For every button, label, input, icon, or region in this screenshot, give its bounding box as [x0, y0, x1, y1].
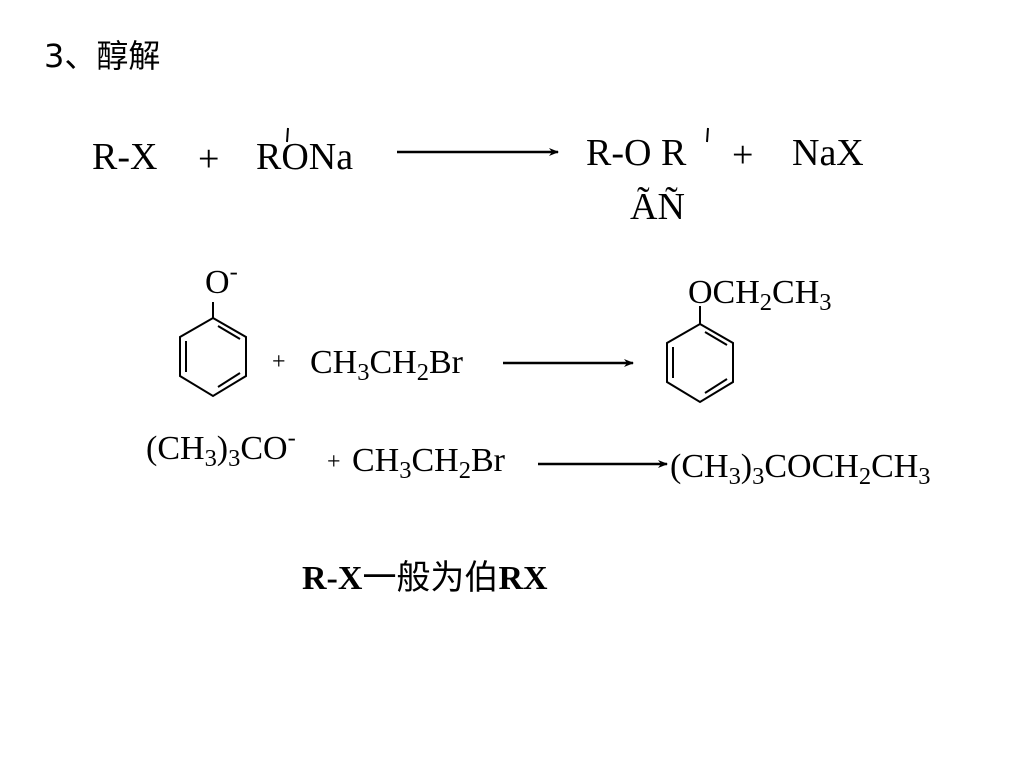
note-part3: RX	[498, 560, 548, 597]
reagent2-s2: 2	[416, 358, 429, 386]
reactant3-s2: 3	[228, 444, 241, 472]
product3-p4: CH	[871, 448, 919, 485]
reaction1-plus2: +	[732, 134, 754, 176]
reagent3-s2: 2	[458, 456, 471, 484]
reactant3-p3: CO	[240, 430, 288, 467]
reagent3-s1: 3	[399, 456, 412, 484]
reagent3-p2: CH	[411, 442, 459, 479]
note-text: R-X一般为伯RX	[302, 562, 548, 596]
reactant3-charge: -	[287, 424, 296, 452]
reaction2-reagent: CH3CH2Br	[310, 344, 463, 385]
product2-p1: OCH	[688, 274, 760, 311]
reagent2-p3: Br	[428, 344, 463, 381]
reagent3-p3: Br	[470, 442, 505, 479]
reaction1-product2: NaX	[792, 132, 864, 174]
phenoxide-oxygen-symbol: O	[205, 264, 230, 301]
product3-s2: 3	[752, 462, 765, 490]
benzene-ring-product	[666, 306, 734, 404]
reagent2-p2: CH	[369, 344, 417, 381]
reactant3-p1: (CH	[146, 430, 205, 467]
reaction1-reactant1: R-X	[92, 136, 158, 178]
product3-p3: COCH	[764, 448, 859, 485]
reagent3-p1: CH	[352, 442, 400, 479]
reaction3-reagent: CH3CH2Br	[352, 442, 505, 483]
product3-s1: 3	[728, 462, 741, 490]
product3-s3: 2	[858, 462, 872, 490]
product3-s4: 3	[918, 462, 931, 490]
reaction1-product-label: ÃÑ	[630, 186, 685, 228]
reactant3-s1: 3	[204, 444, 217, 472]
note-part1: R-X	[302, 560, 363, 597]
product2-s2: 3	[819, 288, 832, 316]
product3-p1: (CH	[670, 448, 729, 485]
prime-mark-product	[706, 127, 709, 143]
product3-p2: )	[740, 448, 753, 485]
phenoxide-charge: -	[229, 258, 238, 286]
product2-s1: 2	[759, 288, 773, 316]
prime-mark-reactant	[286, 127, 289, 143]
reaction3-product: (CH3)3COCH2CH3	[670, 448, 931, 489]
product2-ethoxy-group: OCH2CH3	[688, 274, 832, 315]
reaction3-reactant: (CH3)3CO-	[146, 426, 296, 471]
phenoxide-oxygen: O-	[205, 260, 238, 301]
reagent2-s1: 3	[357, 358, 370, 386]
reaction3-plus: +	[327, 449, 341, 475]
benzene-ring-reactant	[179, 302, 247, 398]
reaction2-plus: +	[272, 349, 286, 375]
slide-title: 3、醇解	[44, 37, 161, 75]
product2-p2: CH	[772, 274, 820, 311]
reaction1-reactant2: RONa	[256, 136, 354, 178]
reagent2-p1: CH	[310, 344, 358, 381]
reaction1-product1: R-O R	[586, 132, 687, 174]
note-part2: 一般为伯	[362, 560, 499, 597]
reaction1-plus1: +	[198, 138, 220, 180]
reactant3-p2: )	[216, 430, 229, 467]
